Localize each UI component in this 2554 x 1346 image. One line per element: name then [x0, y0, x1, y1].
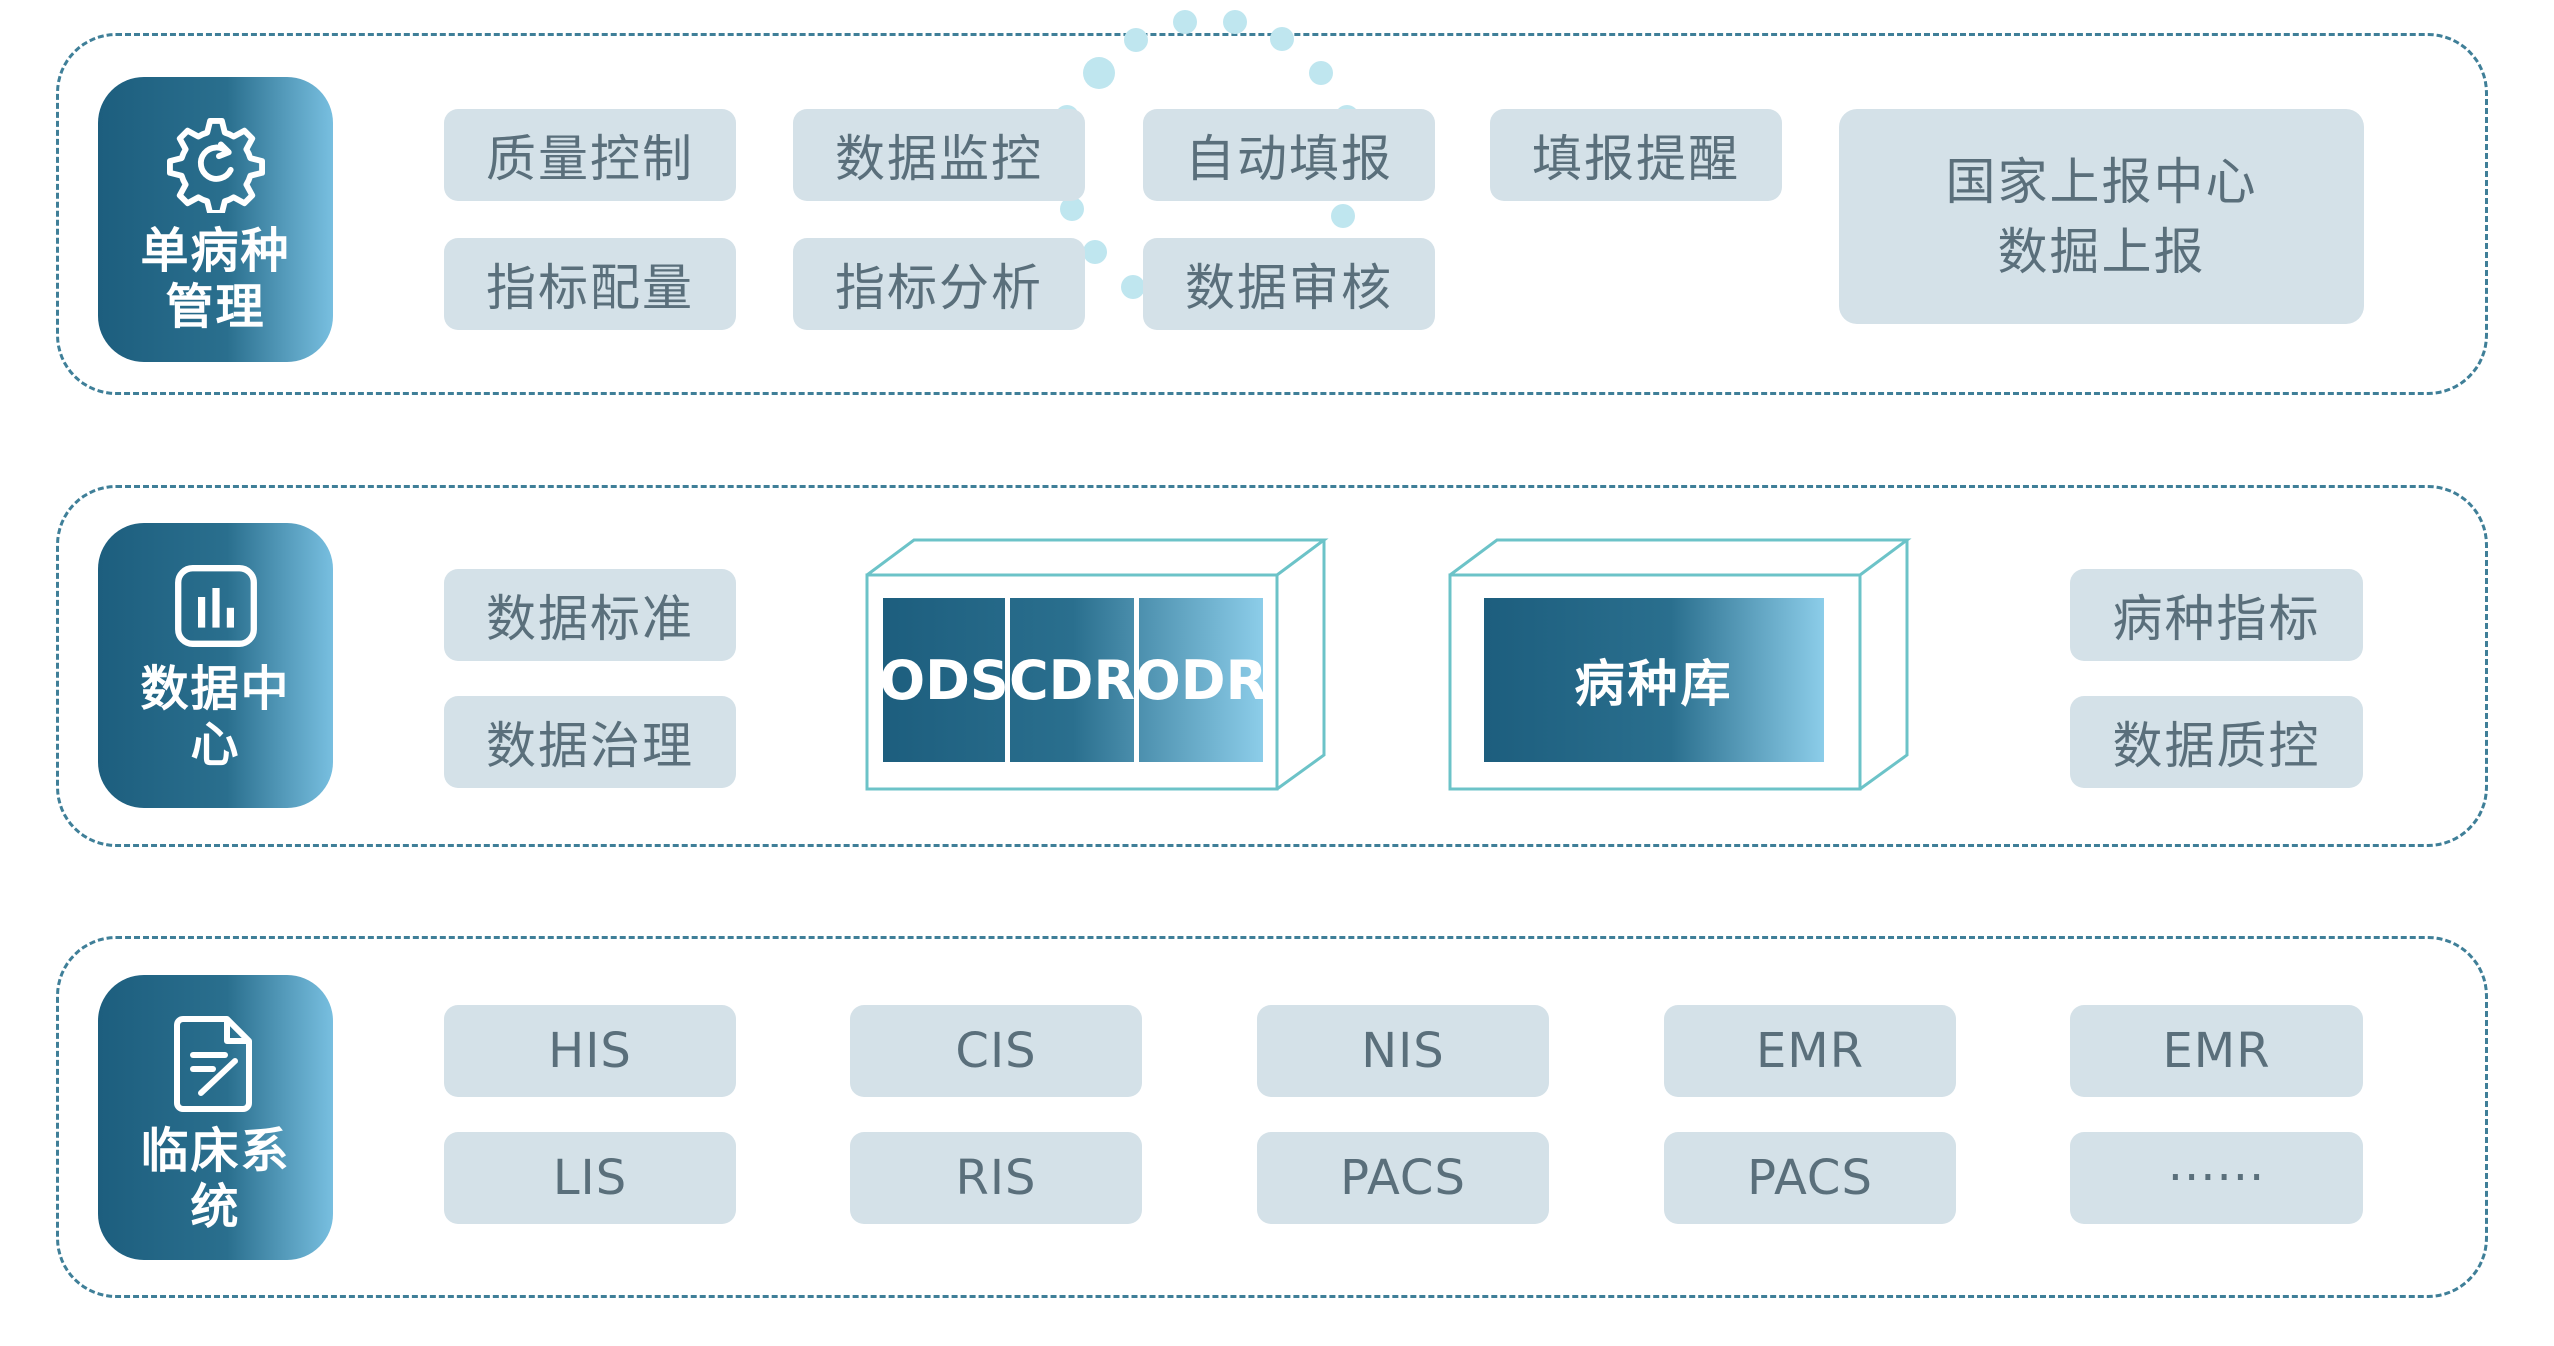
item-data-qc: 数据质控: [2070, 696, 2363, 788]
system-ris: RIS: [850, 1132, 1142, 1224]
item-indicator-analysis: 指标分析: [793, 238, 1085, 330]
system-pacs-2: PACS: [1664, 1132, 1956, 1224]
report-box-line1: 国家上报中心: [1945, 152, 2258, 211]
system-nis: NIS: [1257, 1005, 1549, 1097]
disease-db-box: [1448, 538, 1912, 791]
document-edit-icon: [173, 1016, 252, 1112]
item-auto-report: 自动填报: [1143, 109, 1435, 201]
badge-title: 数据中心: [140, 661, 291, 773]
report-box-line2: 数掘上报: [1997, 222, 2206, 281]
badge-title: 临床系统: [140, 1123, 291, 1235]
badge-clinical-systems: 临床系统: [98, 975, 333, 1260]
system-cis: CIS: [850, 1005, 1142, 1097]
cell-cdr: CDR: [1008, 648, 1136, 712]
item-quality-control: 质量控制: [444, 109, 736, 201]
layer-data-center: [56, 485, 2488, 847]
item-indicator-config: 指标配量: [444, 238, 736, 330]
badge-disease-management: 单病种管理: [98, 77, 333, 362]
data-warehouse-box: [865, 538, 1329, 791]
gear-icon: [166, 117, 265, 213]
badge-data-center: 数据中心: [98, 523, 333, 808]
item-disease-indicator: 病种指标: [2070, 569, 2363, 661]
system-lis: LIS: [444, 1132, 736, 1224]
item-data-standard: 数据标准: [444, 569, 736, 661]
badge-title: 单病种管理: [140, 223, 291, 335]
system-emr-2: EMR: [2070, 1005, 2363, 1097]
system-pacs: PACS: [1257, 1132, 1549, 1224]
national-report-center-box: 国家上报中心 数掘上报: [1839, 109, 2364, 324]
layer-clinical-systems: [56, 936, 2488, 1298]
item-data-governance: 数据治理: [444, 696, 736, 788]
disease-db-panel: 病种库: [1484, 598, 1824, 762]
cell-odr: ODR: [1134, 648, 1268, 712]
system-his: HIS: [444, 1005, 736, 1097]
data-warehouse-cells: [883, 598, 1263, 762]
system-emr: EMR: [1664, 1005, 1956, 1097]
item-data-monitoring: 数据监控: [793, 109, 1085, 201]
item-data-audit: 数据审核: [1143, 238, 1435, 330]
cell-ods: ODS: [879, 648, 1009, 712]
system-more: ······: [2070, 1132, 2363, 1224]
bar-chart-icon: [174, 565, 257, 647]
item-report-reminder: 填报提醒: [1490, 109, 1782, 201]
